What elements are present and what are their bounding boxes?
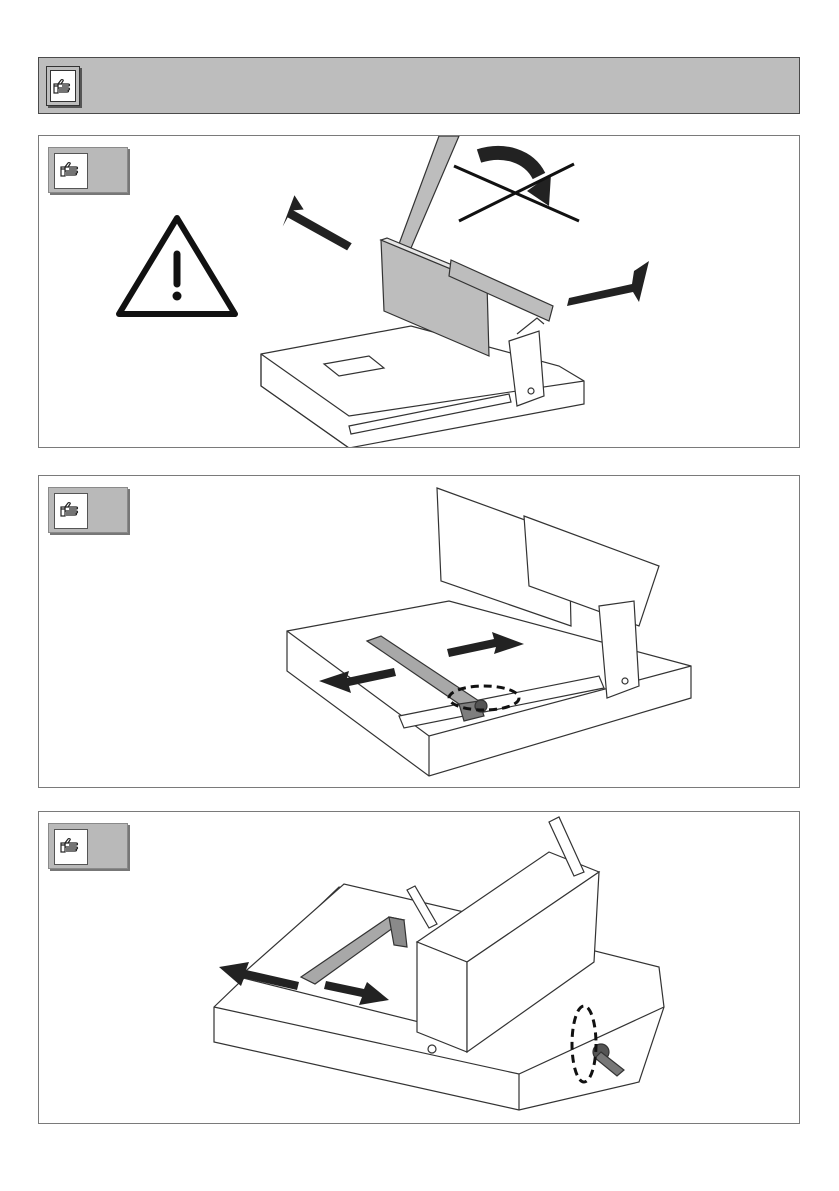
side-gauge-illustration (39, 812, 799, 1123)
hand-pointing-icon (50, 70, 76, 102)
header-hand-box (46, 66, 80, 106)
warning-triangle-icon (119, 218, 235, 314)
section-header-bar (38, 57, 800, 114)
illustration-panel-1 (38, 135, 800, 448)
machine-lever (399, 136, 459, 248)
pointing-arrow-left (281, 194, 359, 251)
illustration-panel-3 (38, 811, 800, 1124)
prohibited-rotation-icon (454, 153, 579, 221)
back-gauge-illustration (39, 476, 799, 787)
illustration-panel-2 (38, 475, 800, 788)
guillotine-guard-illustration (39, 136, 799, 447)
pointing-arrow-right (567, 261, 649, 306)
